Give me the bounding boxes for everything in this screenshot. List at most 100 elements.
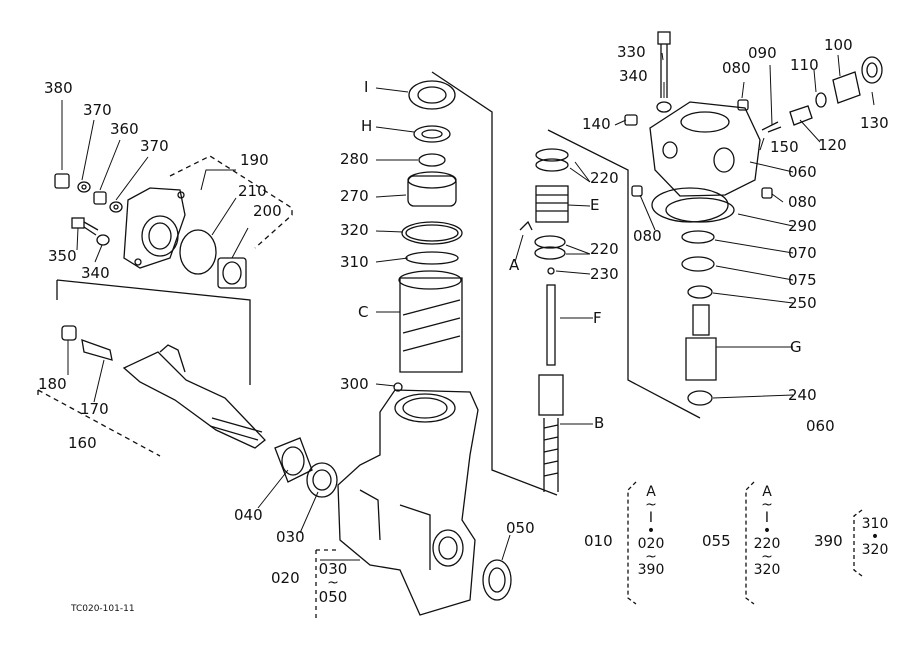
washer-070-icon — [681, 230, 715, 244]
callout-370-lower: 370 — [140, 137, 169, 155]
needle-bearing-icon — [217, 257, 247, 289]
input-shaft-icon — [685, 304, 717, 381]
group-020-tilde: ~ — [327, 575, 339, 591]
callout-080-top: 080 — [722, 59, 751, 77]
group-055-tilde2: ~ — [761, 549, 773, 565]
group-010-dot: • — [646, 523, 656, 539]
group-390-start: 310 — [861, 516, 889, 532]
oil-seal-icon — [306, 462, 338, 498]
callout-220-top: 220 — [590, 169, 619, 187]
callout-330: 330 — [617, 43, 646, 61]
callout-160: 160 — [68, 434, 97, 452]
nut-washer-stack-icon — [54, 173, 123, 213]
nut-080-right-icon — [761, 187, 773, 199]
callout-340-top: 340 — [619, 67, 648, 85]
callout-380: 380 — [44, 79, 73, 97]
group-010-range: A ~ I • 020 ~ 390 — [636, 484, 666, 578]
callout-070: 070 — [788, 244, 817, 262]
callout-A: A — [509, 256, 520, 274]
group-020-range: 030 ~ 050 — [318, 562, 348, 605]
group-010-low: 020 — [637, 536, 665, 552]
valve-spool-icon — [519, 148, 569, 492]
nut-080-lower-icon — [631, 185, 643, 197]
nut-140-icon — [624, 114, 638, 126]
callout-170: 170 — [80, 400, 109, 418]
callout-080-lower: 080 — [633, 227, 662, 245]
relief-valve-icon — [761, 56, 883, 133]
drawing-code: TC020-101-11 — [71, 604, 135, 614]
callout-340: 340 — [81, 264, 110, 282]
group-010-tilde1: ~ — [645, 497, 657, 513]
callout-250: 250 — [788, 294, 817, 312]
group-055-dot: • — [762, 523, 772, 539]
callout-150: 150 — [770, 138, 799, 156]
leader-lines — [61, 52, 875, 561]
side-cover-icon — [123, 187, 186, 269]
callout-060-bottom: 060 — [806, 417, 835, 435]
callout-I: I — [364, 78, 369, 96]
group-055-mid: I — [764, 510, 770, 526]
o-ring-icon — [179, 229, 217, 275]
callout-320: 320 — [340, 221, 369, 239]
callout-B: B — [594, 414, 605, 432]
callout-050: 050 — [506, 519, 535, 537]
callout-300: 300 — [340, 375, 369, 393]
callout-140: 140 — [582, 115, 611, 133]
callout-H: H — [361, 117, 373, 135]
callout-240: 240 — [788, 386, 817, 404]
callout-030: 030 — [276, 528, 305, 546]
callout-180: 180 — [38, 375, 67, 393]
callout-270: 270 — [340, 187, 369, 205]
callout-290: 290 — [788, 217, 817, 235]
group-390-range: 310 • 320 — [858, 516, 892, 558]
callout-G: G — [790, 338, 802, 356]
callout-F: F — [593, 309, 602, 327]
group-390-label: 390 — [814, 532, 843, 550]
callout-075: 075 — [788, 271, 817, 289]
group-010-mid: I — [648, 510, 654, 526]
group-055-low: 220 — [753, 536, 781, 552]
group-055-label: 055 — [702, 532, 731, 550]
callout-130: 130 — [860, 114, 889, 132]
callout-C: C — [358, 303, 369, 321]
bearing-icon — [274, 437, 313, 483]
callout-080-right: 080 — [788, 193, 817, 211]
callout-350: 350 — [48, 247, 77, 265]
steering-housing-icon — [337, 389, 479, 616]
o-ring-290-icon — [665, 197, 735, 223]
callout-190: 190 — [240, 151, 269, 169]
callout-370: 370 — [83, 101, 112, 119]
callout-360: 360 — [110, 120, 139, 138]
group-390-dot: • — [870, 529, 880, 545]
group-010-start: A — [646, 484, 656, 500]
callout-210: 210 — [238, 182, 267, 200]
callout-220-lower: 220 — [590, 240, 619, 258]
callout-110: 110 — [790, 56, 819, 74]
snap-ring-250-icon — [687, 285, 713, 299]
group-010-end: 390 — [637, 562, 665, 578]
callout-120: 120 — [818, 136, 847, 154]
callout-060-top: 060 — [788, 163, 817, 181]
sector-shaft-icon — [122, 344, 266, 449]
callout-280: 280 — [340, 150, 369, 168]
center-stack-icon — [393, 80, 463, 392]
callout-100: 100 — [824, 36, 853, 54]
plug-screw-icon — [61, 325, 113, 361]
callout-230: 230 — [590, 265, 619, 283]
seal-050-icon — [482, 559, 512, 601]
group-055-end: 320 — [753, 562, 781, 578]
callout-310: 310 — [340, 253, 369, 271]
callout-040: 040 — [234, 506, 263, 524]
group-010-tilde2: ~ — [645, 549, 657, 565]
washer-075-icon — [681, 256, 715, 272]
callout-E: E — [590, 196, 600, 214]
callout-090: 090 — [748, 44, 777, 62]
group-055-start: A — [762, 484, 772, 500]
ring-240-icon — [687, 390, 713, 406]
group-390-end: 320 — [861, 542, 889, 558]
group-055-tilde1: ~ — [761, 497, 773, 513]
callout-020: 020 — [271, 569, 300, 587]
nut-080-icon — [737, 99, 749, 111]
bolt-330-icon — [656, 31, 672, 113]
